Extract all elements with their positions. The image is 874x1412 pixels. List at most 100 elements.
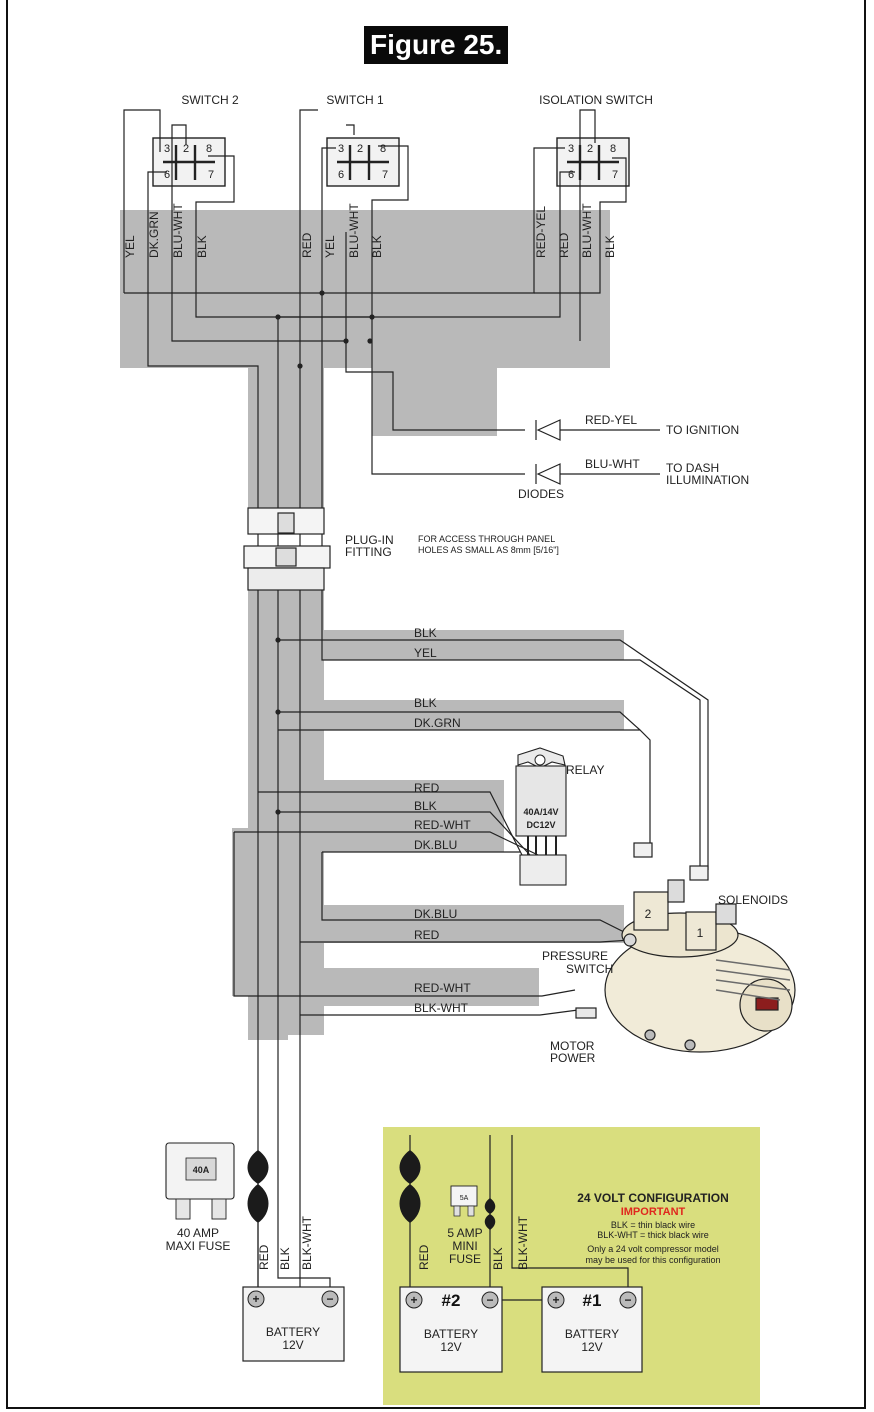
maxi-fuse: 40A	[165, 1142, 269, 1223]
switch-wire-label: RED	[557, 232, 571, 258]
switch-pin-label: 2	[357, 143, 363, 155]
switch-wire-label: BLU-WHT	[171, 203, 185, 258]
wire-label-blk-1: BLK	[414, 626, 437, 640]
cfg-title: 24 VOLT CONFIGURATION	[577, 1191, 729, 1205]
plug-label-1: PLUG-IN	[345, 533, 394, 547]
battery-wire-blkwht: BLK-WHT	[300, 1215, 314, 1270]
cfg-wire-blk: BLK	[491, 1247, 505, 1270]
wire-label-dkblu-1: DK.BLU	[414, 838, 457, 852]
plug-in-fitting	[243, 507, 331, 591]
cfg-note-4: may be used for this configuration	[585, 1255, 720, 1265]
switch-2[interactable]: SWITCH 2	[152, 93, 239, 187]
switch-pin-label: 3	[338, 143, 344, 155]
mini-fuse-label-2: MINI	[452, 1239, 477, 1253]
cfg-note-1: BLK = thin black wire	[611, 1220, 695, 1230]
isolation-switch-label: ISOLATION SWITCH	[539, 93, 653, 107]
battery-2-label-2: 12V	[440, 1340, 461, 1354]
battery-1-label-2: 12V	[581, 1340, 602, 1354]
switch-pin-label: 8	[206, 143, 212, 155]
diode-dash	[535, 463, 561, 485]
battery-1-label-1: BATTERY	[565, 1327, 619, 1341]
diodes-label: DIODES	[518, 487, 564, 501]
switch-wire-label: YEL	[123, 235, 137, 258]
motor-power-label-2: POWER	[550, 1051, 596, 1065]
figure-frame	[6, 0, 866, 1409]
switch-wire-label: BLK	[603, 235, 617, 258]
battery-12v: + − BATTERY 12V	[242, 1215, 345, 1362]
cfg-wire-red: RED	[417, 1244, 431, 1270]
switch-1-label: SWITCH 1	[326, 93, 384, 107]
to-dash-label: TO DASH	[666, 461, 719, 475]
battery-1: + − #1 BATTERY 12V	[541, 1286, 643, 1373]
cfg-wire-blkwht: BLK-WHT	[516, 1215, 530, 1270]
switch-wire-label: RED-YEL	[534, 206, 548, 258]
mini-fuse-rating: 5A	[460, 1195, 469, 1202]
switch-pin-label: 6	[338, 169, 344, 181]
battery-2: + − #2 BATTERY 12V	[399, 1286, 503, 1373]
to-ignition-label: TO IGNITION	[666, 423, 739, 437]
plug-note-2: HOLES AS SMALL AS 8mm [5/16"]	[418, 545, 559, 555]
wire-label-redwht-2: RED-WHT	[414, 981, 471, 995]
battery-neg-icon: −	[326, 1292, 333, 1306]
switch-pin-label: 3	[568, 143, 574, 155]
switch-pin-label: 2	[183, 143, 189, 155]
switch-pin-label: 7	[382, 169, 388, 181]
switch-pin-label: 3	[164, 143, 170, 155]
battery-wire-blk: BLK	[278, 1247, 292, 1270]
switch-wire-label: RED	[300, 232, 314, 258]
switch-wire-label: BLU-WHT	[347, 203, 361, 258]
pressure-switch-label-1: PRESSURE	[542, 949, 608, 963]
switch-wire-label: BLU-WHT	[580, 203, 594, 258]
switch-pin-label: 7	[208, 169, 214, 181]
diode-ignition	[535, 419, 561, 441]
switch-wire-label: BLK	[370, 235, 384, 258]
harness-wire-labels: BLK YEL BLK DK.GRN RED BLK RED-WHT DK.BL…	[414, 626, 471, 1015]
solenoid-2-number: 2	[645, 907, 652, 921]
illumination-label: ILLUMINATION	[666, 473, 749, 487]
switch-wire-labels: YEL DK.GRN BLU-WHT BLK RED YEL BLU-WHT BLK RED-Y…	[123, 203, 617, 258]
wire-label-redwht-1: RED-WHT	[414, 818, 471, 832]
isolation-switch[interactable]: ISOLATION SWITCH	[539, 93, 653, 187]
switch-1[interactable]: SWITCH 1	[326, 93, 400, 187]
solenoids-label: SOLENOIDS	[718, 893, 788, 907]
motor-power-label-1: MOTOR	[550, 1039, 595, 1053]
mini-fuse-label-1: 5 AMP	[447, 1226, 482, 1240]
switch-wire-label: DK.GRN	[147, 211, 161, 258]
relay-label: RELAY	[566, 763, 604, 777]
wire-label-dkgrn: DK.GRN	[414, 716, 461, 730]
wire-label-dkblu-2: DK.BLU	[414, 907, 457, 921]
wire-label-blk-3: BLK	[414, 799, 437, 813]
cfg-note-3: Only a 24 volt compressor model	[587, 1244, 719, 1254]
battery-wire-red: RED	[257, 1244, 271, 1270]
cfg-important: IMPORTANT	[621, 1206, 686, 1218]
wire-label-yel: YEL	[414, 646, 437, 660]
junction-dots	[275, 290, 375, 815]
wiring	[123, 109, 709, 1290]
compressor	[575, 842, 796, 1053]
maxi-fuse-label-1: 40 AMP	[177, 1226, 219, 1240]
battery-2-neg-icon: −	[486, 1293, 493, 1307]
wire-label-blk-2: BLK	[414, 696, 437, 710]
battery-pos-icon: +	[252, 1292, 259, 1306]
maxi-fuse-label-2: MAXI FUSE	[166, 1239, 231, 1253]
battery-1-number: #1	[583, 1291, 602, 1310]
switch-wire-label: YEL	[323, 235, 337, 258]
relay: 40A/14V DC12V	[515, 747, 567, 886]
battery-2-number: #2	[442, 1291, 461, 1310]
battery-label-2: 12V	[282, 1338, 303, 1352]
solenoid-1-number: 1	[697, 926, 704, 940]
wire-label-red-1: RED	[414, 781, 440, 795]
plug-note-1: FOR ACCESS THROUGH PANEL	[418, 534, 555, 544]
battery-1-neg-icon: −	[624, 1293, 631, 1307]
switch-2-label: SWITCH 2	[181, 93, 239, 107]
relay-rating-2: DC12V	[526, 820, 555, 830]
switch-pin-label: 6	[568, 169, 574, 181]
maxi-fuse-rating: 40A	[193, 1165, 210, 1175]
switch-wire-label: BLK	[195, 235, 209, 258]
diode-dash-wire-label: BLU-WHT	[585, 457, 640, 471]
figure-title: Figure 25.	[364, 26, 509, 64]
battery-1-pos-icon: +	[552, 1293, 559, 1307]
battery-label-1: BATTERY	[266, 1325, 320, 1339]
battery-2-pos-icon: +	[410, 1293, 417, 1307]
